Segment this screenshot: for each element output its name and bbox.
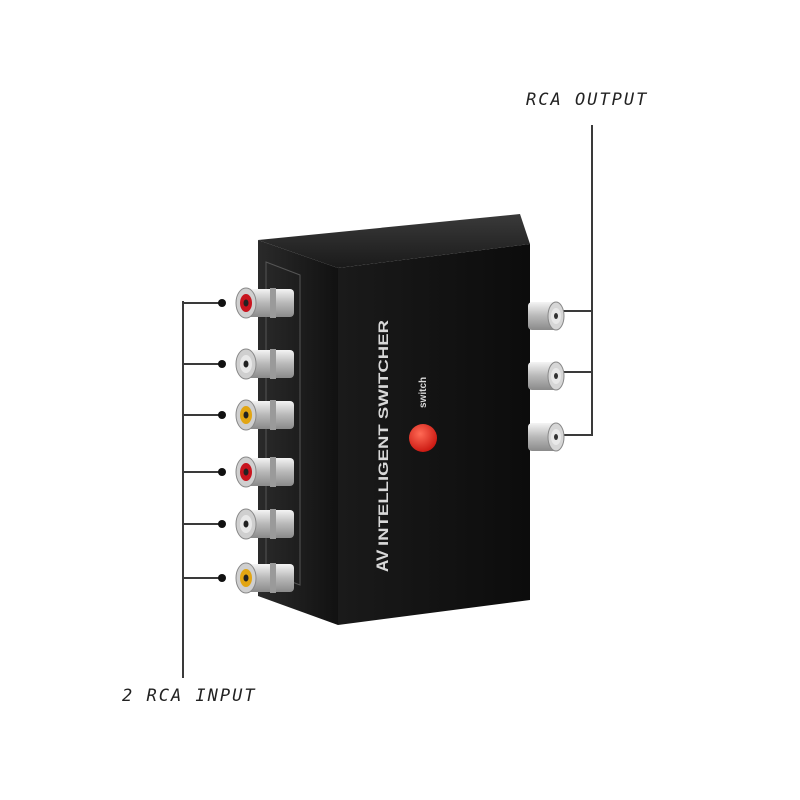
input-jacks bbox=[182, 287, 294, 594]
input-jack[interactable] bbox=[182, 508, 294, 540]
switch-button-label: switch bbox=[418, 377, 429, 408]
input-jack[interactable] bbox=[182, 348, 294, 380]
switcher-top-face bbox=[258, 214, 530, 268]
device-name: INTELLIGENT SWITCHER bbox=[375, 320, 391, 546]
output-leader-2 bbox=[562, 371, 593, 373]
input-jack[interactable] bbox=[182, 287, 294, 319]
rca-output-label: RCA OUTPUT bbox=[526, 90, 649, 110]
input-jack[interactable] bbox=[182, 562, 294, 594]
output-jacks bbox=[528, 301, 565, 452]
device-brand-prefix: AV bbox=[373, 549, 392, 572]
output-jack[interactable] bbox=[528, 361, 565, 391]
output-jack[interactable] bbox=[528, 422, 565, 452]
output-jack[interactable] bbox=[528, 301, 565, 331]
output-bracket-line bbox=[591, 125, 593, 436]
output-leader-1 bbox=[562, 310, 593, 312]
input-jack[interactable] bbox=[182, 456, 294, 488]
output-leader-3 bbox=[562, 434, 593, 436]
switch-button[interactable] bbox=[409, 424, 437, 452]
rca-input-label: 2 RCA INPUT bbox=[122, 686, 257, 706]
input-bracket-line bbox=[182, 301, 184, 678]
input-jack[interactable] bbox=[182, 399, 294, 431]
